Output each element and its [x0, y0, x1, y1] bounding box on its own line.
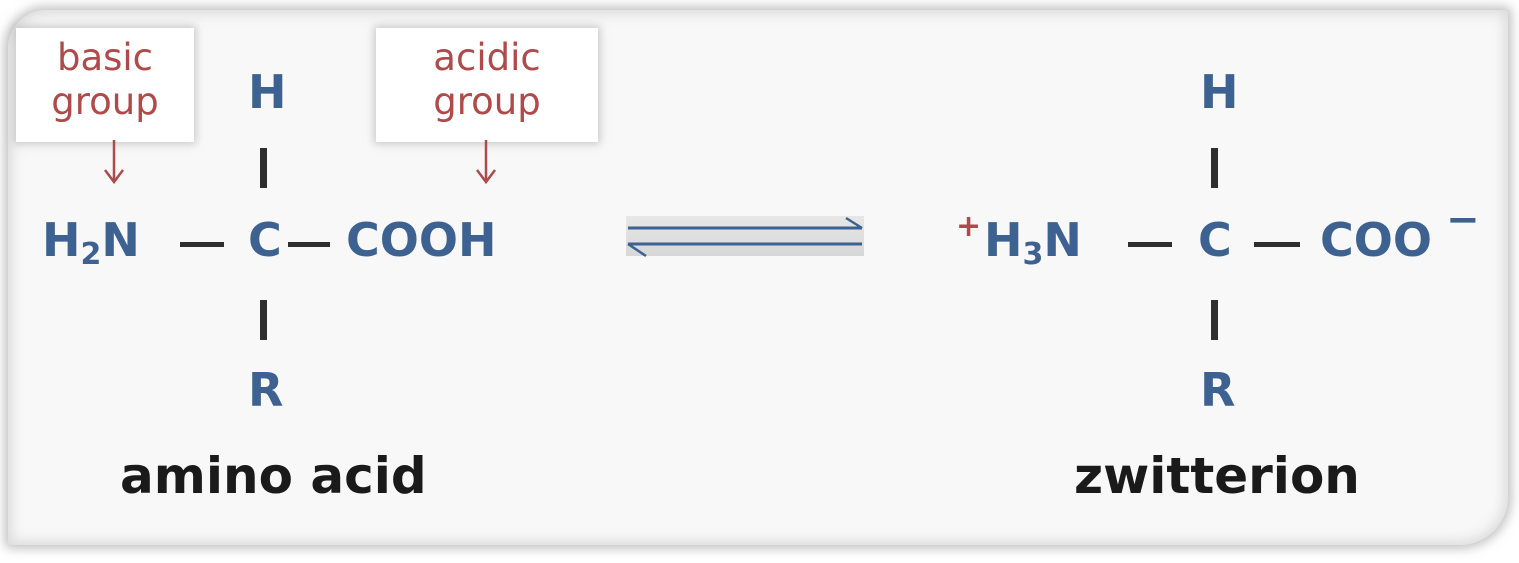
zw-positive-charge: +	[956, 209, 982, 244]
acidic-group-label-line1: acidic	[433, 36, 541, 79]
acidic-group-arrow-icon	[476, 140, 496, 184]
zw-negative-charge: −	[1446, 197, 1480, 243]
acidic-group-label: acidic group	[376, 28, 598, 142]
zw-amine-subscript: 3	[1022, 237, 1044, 272]
aa-amine-group: H2N	[42, 212, 140, 270]
zw-bottom-bond	[1211, 300, 1218, 340]
amino-acid-caption: amino acid	[120, 447, 427, 505]
basic-group-label-line2: group	[51, 80, 159, 123]
zw-top-hydrogen: H	[1200, 65, 1239, 119]
aa-alpha-carbon: C	[248, 213, 282, 267]
aa-amine-n: N	[101, 213, 140, 267]
aa-right-bond	[288, 242, 330, 247]
equilibrium-arrows-icon	[626, 216, 864, 258]
zw-amine-h: H	[984, 213, 1023, 267]
aa-carboxyl-group: COOH	[346, 213, 497, 267]
basic-group-label: basic group	[16, 28, 194, 142]
aa-top-hydrogen: H	[248, 65, 287, 119]
basic-group-arrow-icon	[104, 140, 124, 184]
aa-left-bond	[180, 242, 224, 247]
zw-left-bond	[1128, 242, 1172, 247]
basic-group-label-line1: basic	[56, 36, 154, 79]
zw-right-bond	[1254, 242, 1300, 247]
diagram-panel	[8, 10, 1508, 545]
aa-amine-h: H	[42, 213, 81, 267]
zw-amine-group: H3N	[984, 212, 1082, 270]
zw-alpha-carbon: C	[1198, 213, 1232, 267]
acidic-group-label-line2: group	[433, 80, 541, 123]
aa-r-group: R	[248, 363, 284, 417]
zw-carboxylate-group: COO	[1320, 213, 1432, 267]
aa-bottom-bond	[260, 300, 267, 340]
aa-top-bond	[260, 148, 267, 188]
aa-amine-subscript: 2	[80, 237, 102, 272]
zw-top-bond	[1211, 148, 1218, 188]
zwitterion-caption: zwitterion	[1074, 447, 1360, 505]
zw-r-group: R	[1200, 363, 1236, 417]
zw-amine-n: N	[1043, 213, 1082, 267]
